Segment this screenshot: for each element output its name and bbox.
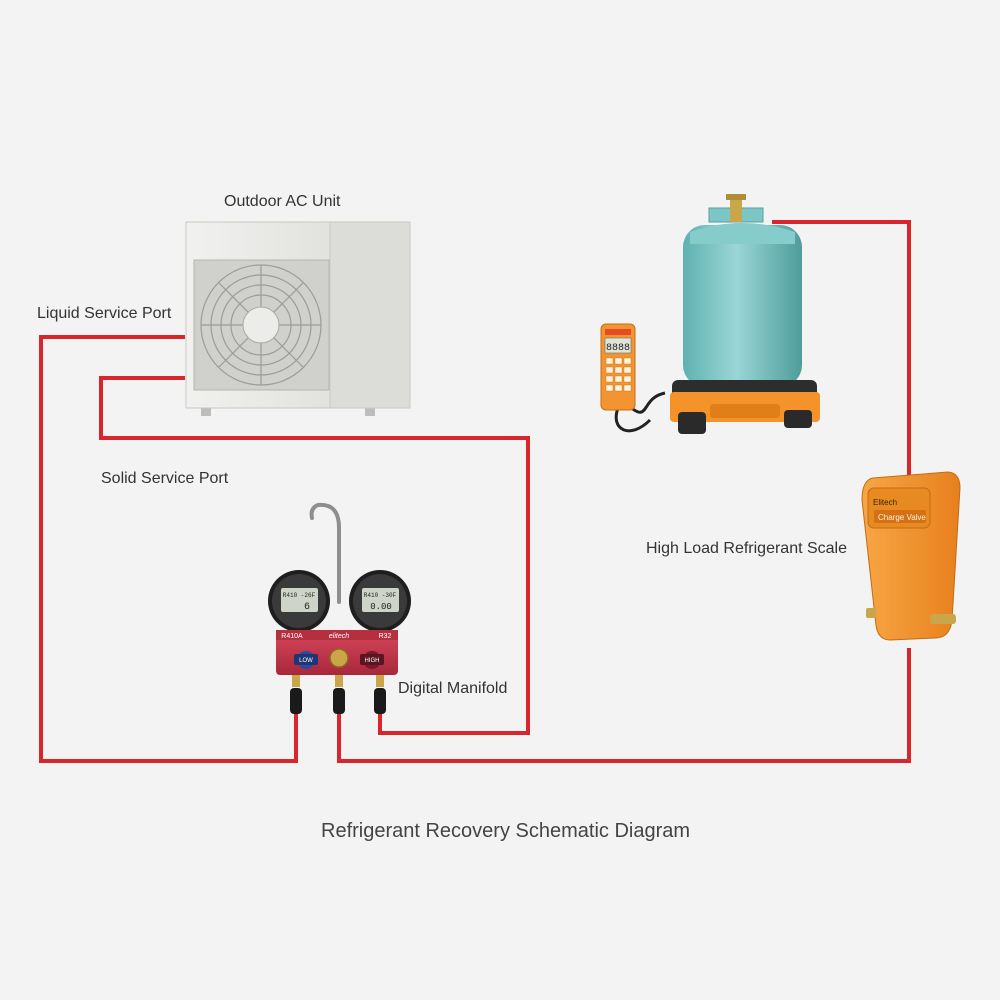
label-high-load-refrigerant-scale: High Load Refrigerant Scale xyxy=(646,540,848,557)
charge-valve-brand: Elitech xyxy=(873,498,897,507)
charge-valve-label: Charge Valve xyxy=(878,513,926,522)
left-gauge-value: 6 xyxy=(304,602,310,613)
refrigerant-scale-platform xyxy=(670,380,820,434)
refrigerant-tank xyxy=(683,194,802,387)
right-gauge-value: 0.00 xyxy=(370,602,392,612)
digital-manifold xyxy=(268,502,411,714)
label-liquid-service-port: Liquid Service Port xyxy=(37,305,172,322)
charge-valve-device xyxy=(861,471,961,641)
manifold-right-tag: R32 xyxy=(379,633,392,640)
diagram-caption: Refrigerant Recovery Schematic Diagram xyxy=(321,820,691,842)
scale-handheld-display xyxy=(600,323,666,433)
hose-lines xyxy=(39,220,911,763)
right-gauge-top-readout: R410 -30F xyxy=(364,592,397,599)
scale-display-readout: 8888 xyxy=(606,343,630,354)
right-gauge xyxy=(349,570,411,632)
manifold-left-tag: R410A xyxy=(281,633,303,640)
left-gauge xyxy=(268,570,330,632)
hose-manifold-center-to-valve xyxy=(337,648,911,763)
left-gauge-top-readout: R410 -26F xyxy=(283,592,316,599)
manifold-brand: elitech xyxy=(329,633,349,640)
label-solid-service-port: Solid Service Port xyxy=(101,470,229,487)
hose-liquid-port-to-manifold-left xyxy=(39,335,298,763)
label-digital-manifold: Digital Manifold xyxy=(398,680,508,697)
outdoor-ac-unit xyxy=(185,221,411,416)
hose-solid-port-to-manifold-right xyxy=(99,376,530,735)
manifold-high-label: HIGH xyxy=(365,658,380,664)
label-outdoor-ac-unit: Outdoor AC Unit xyxy=(224,193,341,210)
hose-valve-to-tank xyxy=(772,220,911,478)
manifold-low-label: LOW xyxy=(299,658,313,664)
